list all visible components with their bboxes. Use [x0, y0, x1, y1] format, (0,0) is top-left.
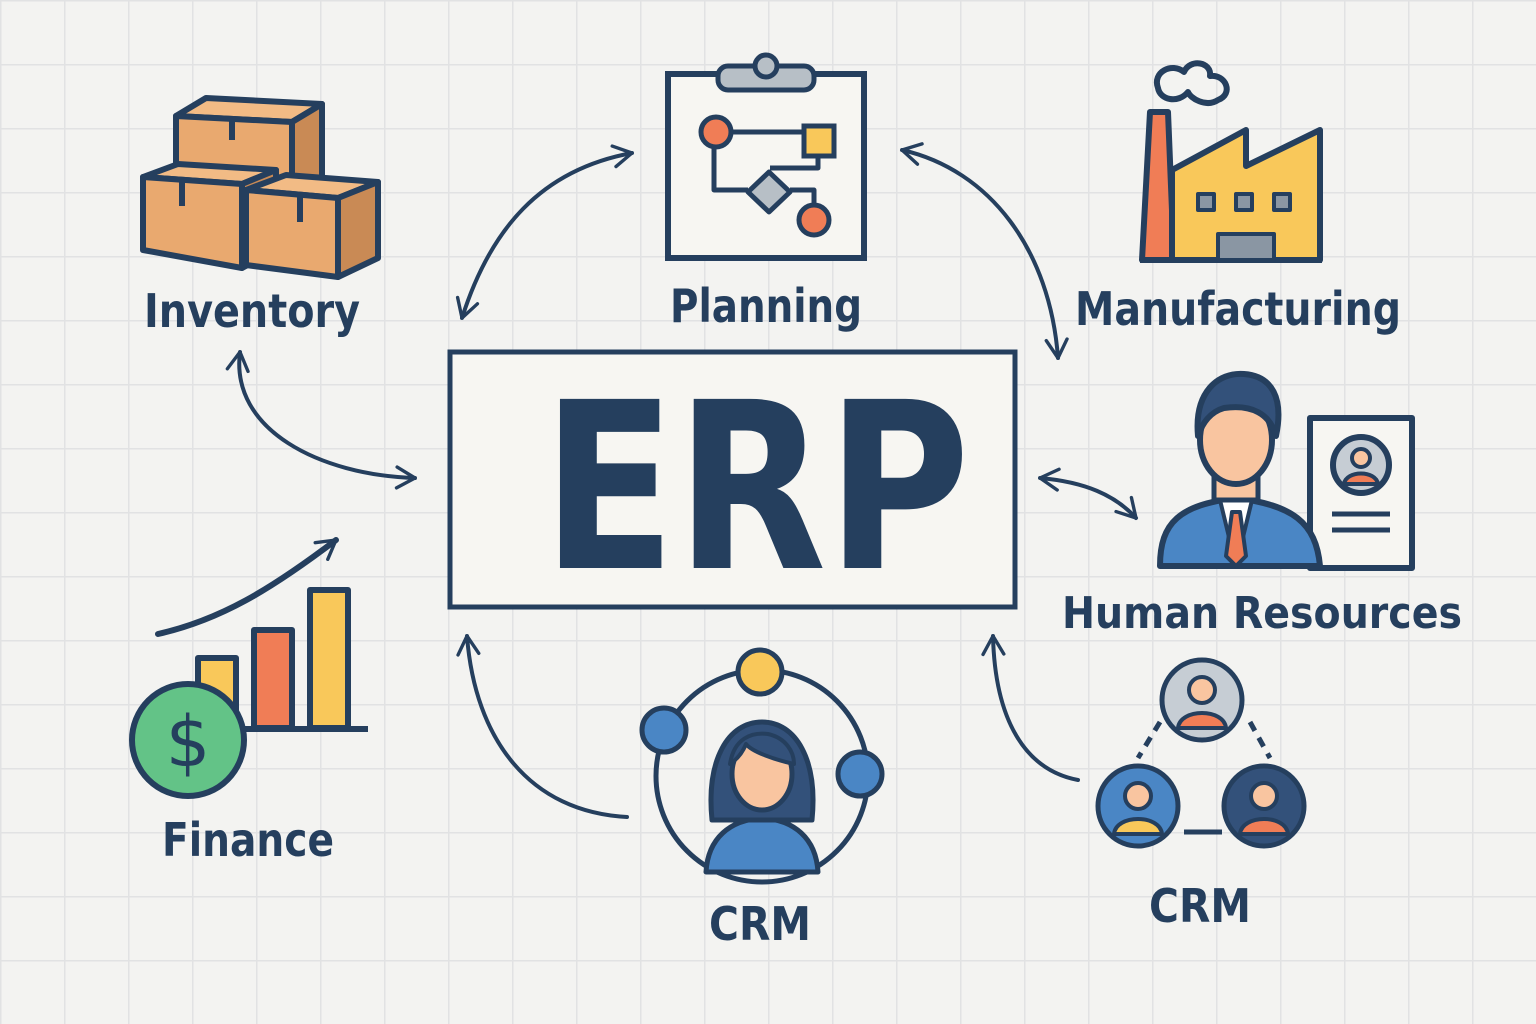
connector-arrows [225, 142, 1138, 819]
erp-title: ERP [542, 353, 970, 623]
finance-module: $ Finance [129, 537, 368, 867]
arrow-crm-erp [456, 634, 629, 819]
erp-center-box: ERP [447, 349, 1018, 623]
hr-module: Human Resources [1062, 370, 1462, 639]
crm-right-label: CRM [1149, 879, 1251, 933]
arrow-crm2-erp [981, 634, 1080, 782]
crm-right-module: CRM [1095, 657, 1307, 933]
manufacturing-label: Manufacturing [1075, 282, 1401, 336]
arrow-planning-manufacturing [900, 142, 1069, 360]
arrow-inventory-erp [225, 350, 417, 490]
inventory-module: Inventory [140, 95, 381, 338]
crm-center-module: CRM [639, 647, 885, 951]
arrow-planning-left [455, 144, 634, 320]
dollar-sign: $ [166, 701, 211, 783]
inventory-label: Inventory [144, 284, 360, 338]
customer-orbit-icon [639, 647, 885, 885]
growth-chart-dollar-icon: $ [129, 537, 368, 799]
boxes-icon [140, 95, 381, 280]
finance-label: Finance [162, 813, 334, 867]
people-network-icon [1095, 657, 1307, 849]
hr-label: Human Resources [1062, 588, 1462, 639]
planning-module: Planning [665, 52, 867, 333]
factory-icon [1139, 60, 1323, 263]
manufacturing-module: Manufacturing [1075, 60, 1401, 336]
crm-center-label: CRM [709, 897, 811, 951]
planning-label: Planning [670, 279, 862, 333]
clipboard-flowchart-icon [665, 52, 867, 261]
employee-id-card-icon [1157, 370, 1415, 571]
arrow-erp-hr [1038, 467, 1138, 520]
